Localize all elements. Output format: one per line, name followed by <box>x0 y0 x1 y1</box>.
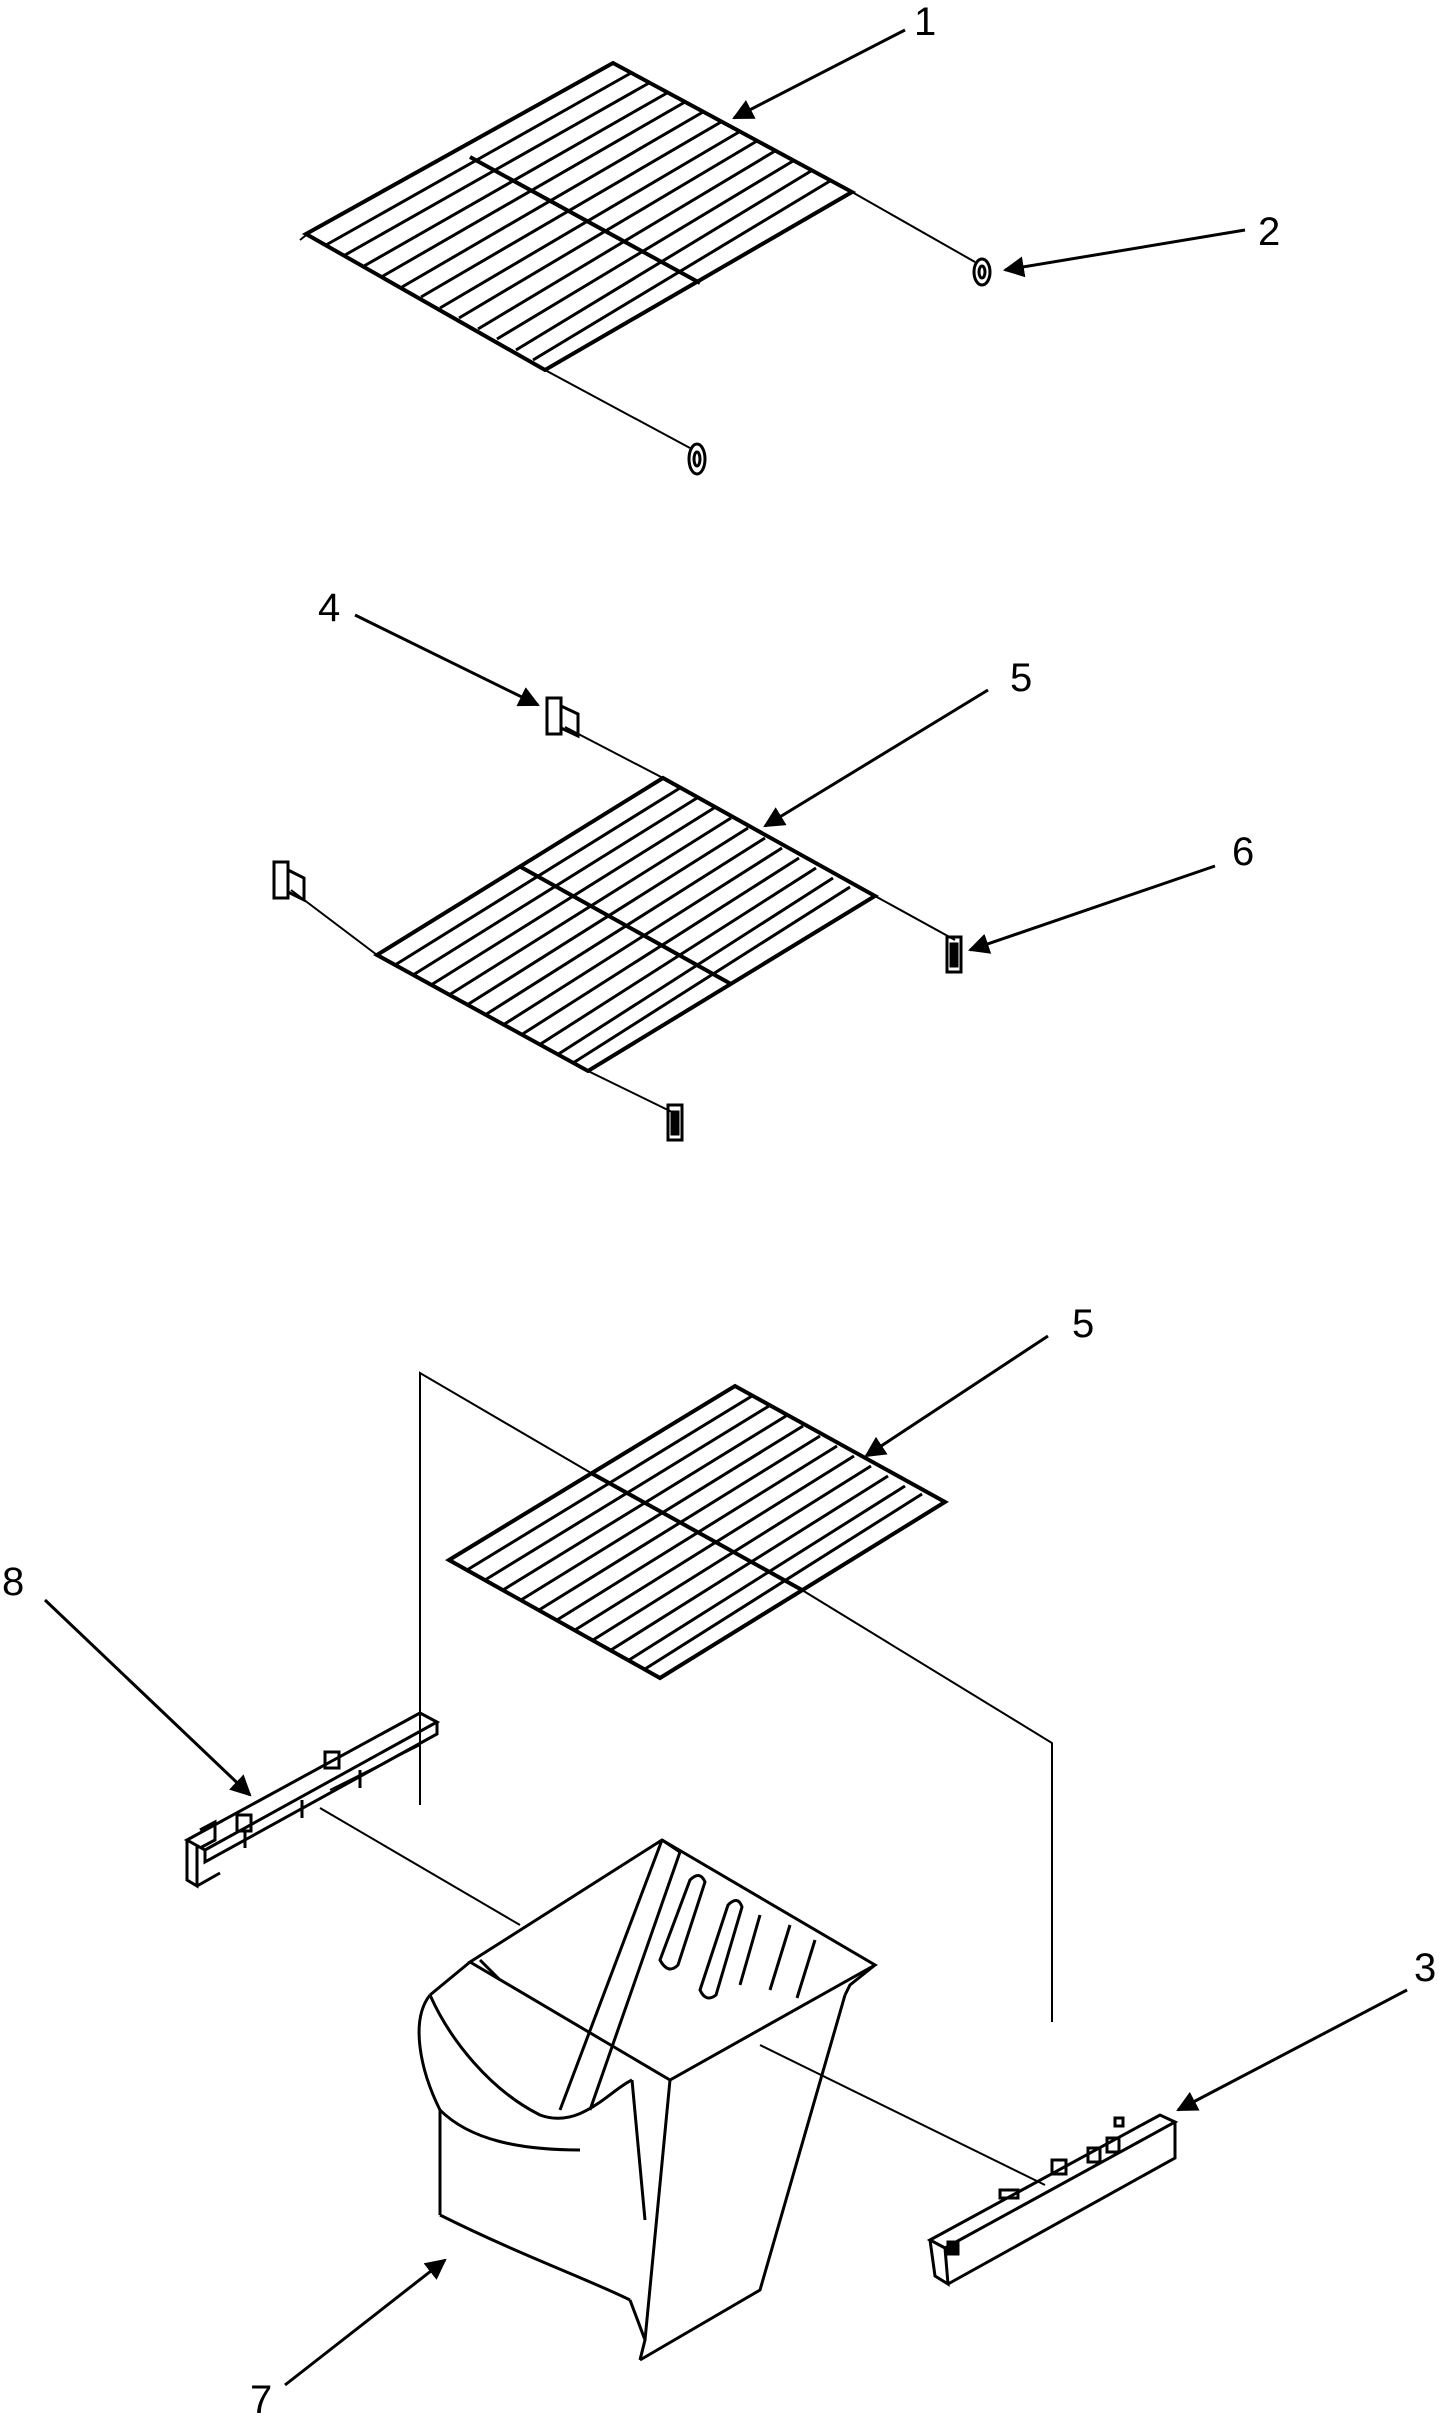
shelf-support-6b <box>666 1103 684 1142</box>
shelf-clip-2 <box>972 257 992 287</box>
shelf-support-6 <box>945 935 963 974</box>
slide-rail-3 <box>926 2113 1179 2287</box>
wire-shelf-5-lower <box>445 1383 949 1681</box>
callout-label-7: 7 <box>250 2378 273 2422</box>
slide-rail-8 <box>183 1711 441 1889</box>
callout-label-5-lower: 5 <box>1072 1302 1095 1346</box>
shelf-support-4 <box>545 696 580 739</box>
callout-label-3: 3 <box>1414 1946 1437 1990</box>
wire-shelf-1 <box>299 60 976 449</box>
callout-label-4: 4 <box>318 586 341 630</box>
shelf-support-4b <box>272 860 306 903</box>
crisper-bin-7 <box>417 1838 879 2362</box>
assembly-lines <box>319 1371 1053 2186</box>
callout-label-2: 2 <box>1258 210 1281 254</box>
wire-shelf-5-upper <box>290 726 956 1113</box>
callout-arrows <box>43 28 1408 2387</box>
callout-label-8: 8 <box>2 1560 25 1604</box>
shelf-clip-2b <box>687 442 707 476</box>
callout-label-1: 1 <box>914 0 937 44</box>
callout-label-6: 6 <box>1232 830 1255 874</box>
callout-label-5-upper: 5 <box>1010 656 1033 700</box>
